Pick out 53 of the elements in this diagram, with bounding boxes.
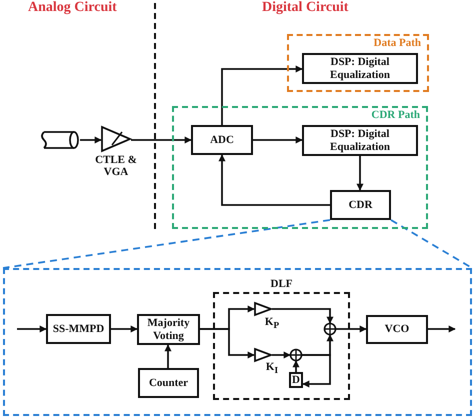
block-label: CDR [348, 198, 372, 212]
symbol-label: K$_{P}$ [264, 316, 280, 330]
zoom-detail-box [3, 268, 472, 416]
zoom-line [390, 219, 472, 269]
arrow [164, 344, 172, 368]
section-heading: Analog Circuit [28, 0, 117, 16]
block-label: DSP: Digital Equalization [329, 56, 391, 82]
arrow [111, 326, 138, 332]
process-box [46, 314, 111, 344]
dashed-group-box [287, 34, 429, 92]
process-box [302, 53, 418, 84]
cable-icon [38, 130, 80, 150]
block-label: DSP: Digital Equalization [329, 128, 391, 154]
group-title: CDR Path [371, 109, 420, 121]
amplifier-symbol [254, 348, 272, 362]
block-label: VCO [384, 323, 410, 336]
zoom-line [2, 219, 330, 269]
process-box [138, 368, 199, 398]
arrow [292, 360, 300, 372]
block-label: Majority Voting [146, 316, 191, 342]
process-box [191, 125, 253, 155]
amplifier-symbol [254, 302, 272, 316]
block-label: D [292, 374, 300, 386]
arrow [253, 136, 303, 144]
arrow [302, 354, 331, 388]
block-label: ADC [210, 134, 234, 146]
amplifier-symbol [101, 126, 131, 152]
arrow [17, 326, 47, 332]
process-box [289, 372, 303, 388]
arrow [272, 352, 291, 358]
arrow [200, 328, 255, 358]
arrow [356, 156, 364, 191]
summing-junction [290, 349, 302, 361]
arrow [428, 326, 456, 332]
summing-junction [324, 323, 336, 335]
arrow [336, 326, 367, 332]
process-box [137, 314, 200, 345]
dashed-group-box [172, 106, 428, 229]
arrow [80, 136, 102, 144]
arrow [221, 66, 303, 125]
group-title: Data Path [374, 37, 421, 49]
symbol-label: CTLE & VGA [94, 154, 138, 178]
section-heading: Digital Circuit [262, 0, 348, 16]
process-box [330, 190, 391, 220]
arrow [272, 308, 334, 324]
block-label: SS-MMPD [52, 322, 104, 336]
symbol-label: K$_{I}$ [264, 361, 280, 376]
group-title: DLF [270, 278, 292, 290]
block-label: Counter [148, 376, 188, 390]
process-box [302, 125, 418, 156]
arrow [131, 136, 192, 144]
arrow [218, 154, 330, 206]
process-box [366, 315, 428, 344]
